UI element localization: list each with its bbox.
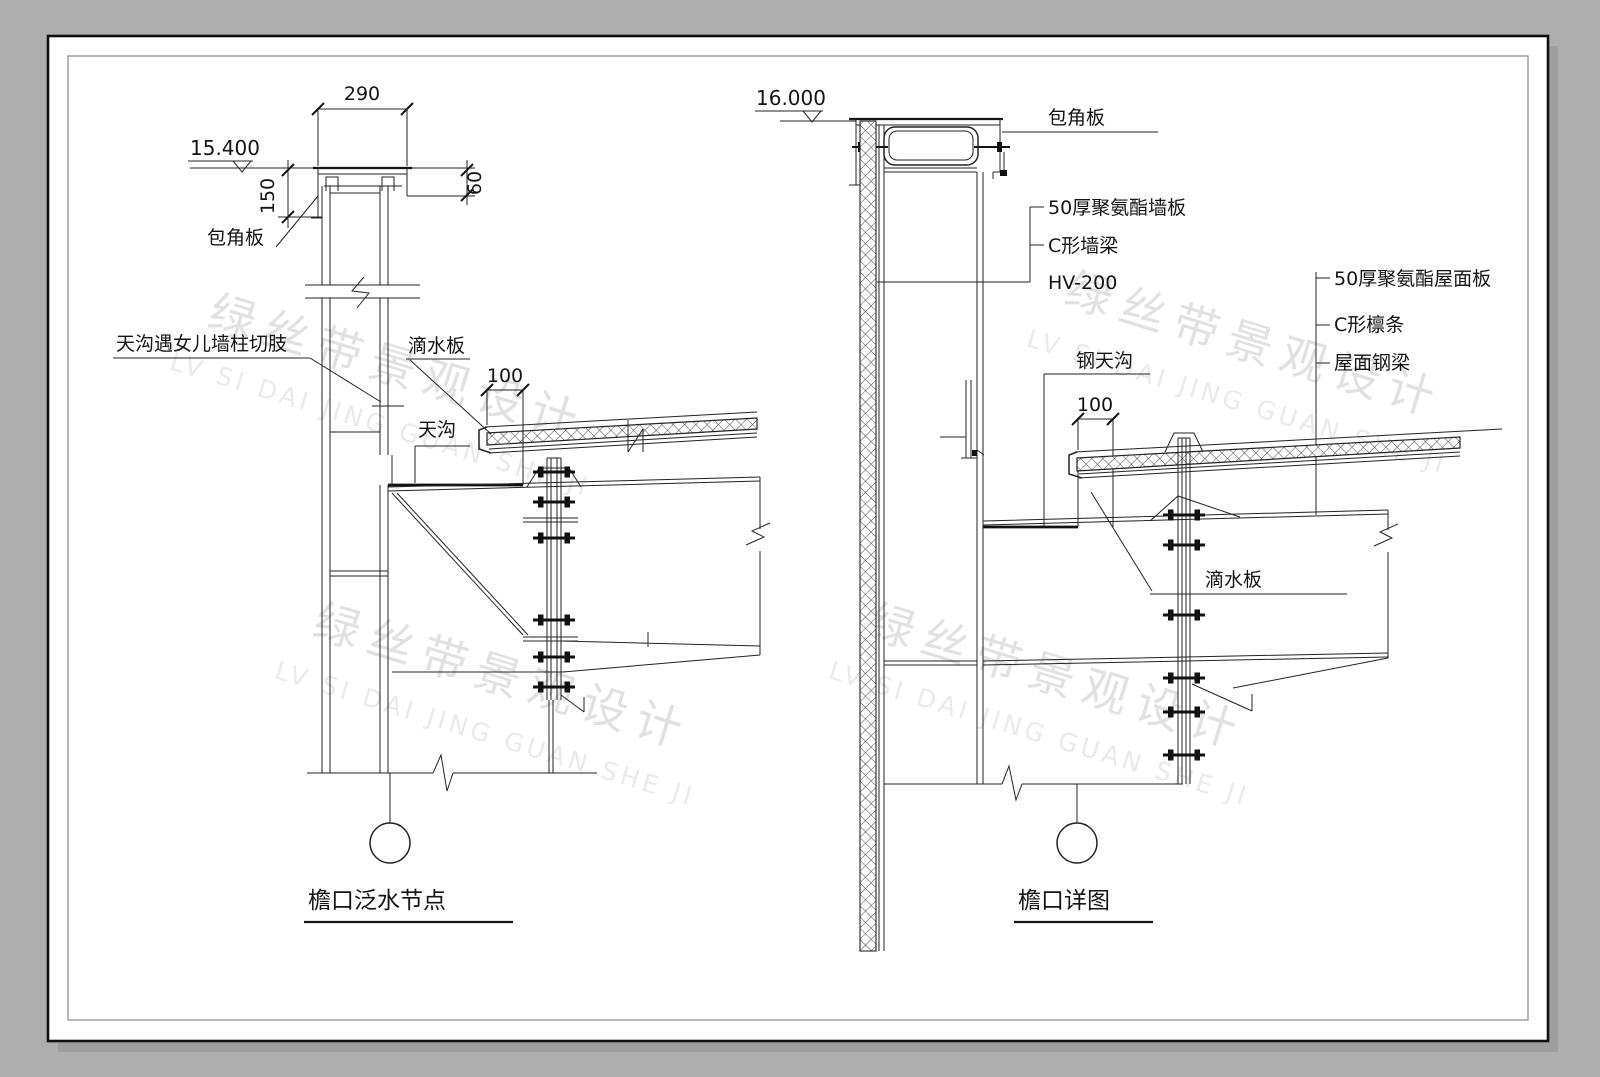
right-bottom-gusset xyxy=(1191,683,1253,712)
roof-panel-label-text: 50厚聚氨酯屋面板 xyxy=(1334,268,1491,290)
left-top-clip xyxy=(526,467,582,488)
left-label-gutter: 天沟 xyxy=(414,419,470,483)
right-roof-labels: 50厚聚氨酯屋面板 C形檩条 屋面钢梁 xyxy=(1315,268,1491,515)
dim-100-text: 100 xyxy=(1077,394,1113,416)
drip-plate-label-text: 滴水板 xyxy=(1205,569,1262,591)
wall-panel-label-text: 50厚聚氨酯墙板 xyxy=(1048,197,1186,219)
corner-plate-label-text: 包角板 xyxy=(207,227,264,249)
roof-beam-label-text: 屋面钢梁 xyxy=(1334,352,1410,374)
left-parapet-break-symbol-icon xyxy=(305,276,420,309)
right-title-text: 檐口详图 xyxy=(1018,888,1110,914)
corner-plate-label-text: 包角板 xyxy=(1048,107,1105,129)
left-dim-60: 60 xyxy=(412,160,486,205)
right-detail-title: 檐口详图 xyxy=(1014,888,1153,924)
dim-150-text: 150 xyxy=(257,178,279,214)
left-base-break-symbol-icon xyxy=(432,753,454,792)
level-triangle-icon xyxy=(231,160,253,173)
hv200-label-text: HV-200 xyxy=(1048,272,1117,294)
right-roof-panel xyxy=(1068,428,1503,479)
cap-c-channel-inner xyxy=(888,130,974,161)
right-gutter-bracket xyxy=(940,380,985,459)
right-base-break-symbol-icon xyxy=(1001,764,1023,802)
right-gutter xyxy=(983,470,1079,529)
left-roof-drip-edge xyxy=(478,426,492,454)
dim-60-text: 60 xyxy=(464,171,486,195)
left-dim-290: 290 xyxy=(311,83,414,166)
right-wall-panel xyxy=(859,120,984,952)
right-beam-break-symbol-icon xyxy=(1373,523,1399,547)
dim-100-text: 100 xyxy=(487,365,523,387)
left-label-corner-plate: 包角板 xyxy=(207,195,319,249)
dim-290-text: 290 xyxy=(344,83,380,105)
left-roof-panel-hatch xyxy=(486,417,758,446)
right-level-mark: 16.000 xyxy=(755,86,856,123)
gutter-cut-label-text: 天沟遇女儿墙柱切肢 xyxy=(116,333,287,355)
level-16000-text: 16.000 xyxy=(756,86,826,110)
grid-bubble-circle xyxy=(1056,822,1098,864)
cap-c-clips xyxy=(325,176,395,191)
left-label-gutter-cut: 天沟遇女儿墙柱切肢 xyxy=(113,333,404,407)
gutter-label-text: 天沟 xyxy=(418,419,456,441)
level-triangle-icon xyxy=(801,110,823,123)
right-dim-100: 100 xyxy=(1071,394,1120,527)
steel-gutter-label-text: 钢天沟 xyxy=(1076,350,1133,372)
drip-plate-label-text: 滴水板 xyxy=(408,335,465,357)
right-label-drip-plate: 滴水板 xyxy=(1090,491,1347,595)
page-border-outer xyxy=(46,34,1550,1043)
left-dim-150: 150 xyxy=(257,160,322,228)
left-roof-panel xyxy=(478,411,758,454)
left-beam-structure xyxy=(387,457,771,773)
right-top-clip xyxy=(1164,432,1204,453)
left-label-drip-plate: 滴水板 xyxy=(406,335,492,435)
page-border-inner xyxy=(67,55,1529,1021)
left-base-line xyxy=(307,753,597,864)
right-label-corner-plate: 包角板 xyxy=(1002,107,1158,133)
left-parapet-lines xyxy=(321,186,389,773)
left-dim-100: 100 xyxy=(480,365,530,452)
left-detail-title: 檐口泛水节点 xyxy=(304,888,513,924)
wall-panel-hatch xyxy=(859,120,877,952)
left-title-text: 檐口泛水节点 xyxy=(308,888,446,914)
right-wall-labels: 50厚聚氨酯墙板 C形墙梁 HV-200 xyxy=(877,197,1186,294)
left-cap-plate xyxy=(311,166,413,219)
purlin-label-text: C形檩条 xyxy=(1334,314,1404,336)
left-detail: 290 15.400 150 60 100 包角板 xyxy=(113,83,771,924)
grid-bubble-circle xyxy=(369,822,411,864)
right-label-steel-gutter: 钢天沟 xyxy=(1043,350,1150,526)
left-roof-stiffener xyxy=(627,420,644,453)
left-beam-break-symbol-icon xyxy=(745,522,771,546)
page-frame xyxy=(46,34,1558,1052)
wall-girt-label-text: C形墙梁 xyxy=(1048,235,1118,257)
right-roof-drip-edge xyxy=(1068,451,1083,479)
level-15400-text: 15.400 xyxy=(190,136,260,160)
right-beam-structure xyxy=(982,432,1399,784)
right-base-line xyxy=(884,764,1183,864)
left-bottom-gusset xyxy=(560,694,585,713)
right-roof-panel-hatch xyxy=(1076,436,1461,472)
right-detail: 16.000 包角板 xyxy=(755,86,1503,952)
left-level-mark: 15.400 xyxy=(188,136,313,173)
